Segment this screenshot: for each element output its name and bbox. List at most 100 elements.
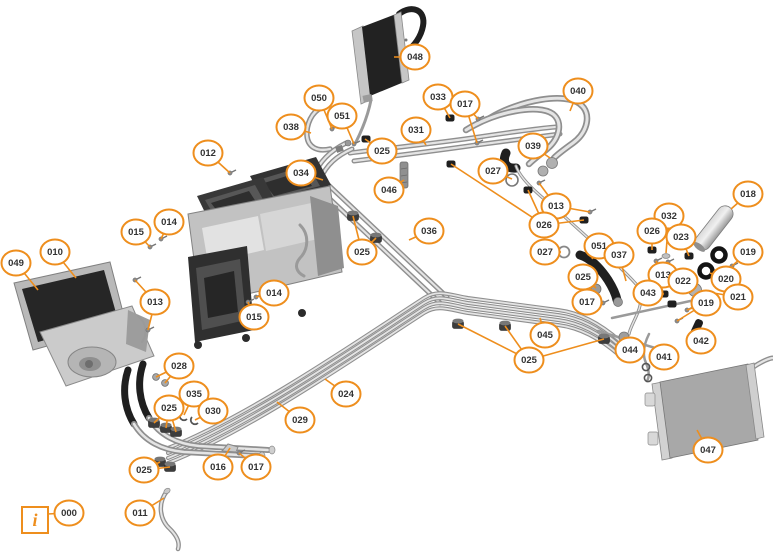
svg-text:046: 046: [381, 185, 397, 196]
callout-025-45[interactable]: 025: [513, 346, 545, 374]
callout-021-37[interactable]: 021: [722, 283, 754, 311]
svg-text:025: 025: [521, 355, 538, 366]
callout-025-49[interactable]: 025: [153, 394, 185, 422]
callout-025-55[interactable]: 025: [128, 456, 160, 484]
callout-024-51[interactable]: 024: [330, 380, 362, 408]
callout-022-36[interactable]: 022: [667, 267, 699, 295]
callout-025-8[interactable]: 025: [366, 137, 398, 165]
callout-017-38[interactable]: 017: [571, 288, 603, 316]
callout-046-12[interactable]: 046: [373, 176, 405, 204]
svg-text:028: 028: [171, 361, 187, 372]
svg-text:025: 025: [374, 146, 391, 157]
callout-015-19[interactable]: 015: [120, 218, 152, 246]
svg-text:051: 051: [334, 111, 351, 122]
svg-text:045: 045: [537, 330, 554, 341]
svg-text:044: 044: [622, 345, 639, 356]
refrigerant-pipe-bundle: [166, 291, 622, 465]
callout-012-15[interactable]: 012: [192, 139, 224, 167]
callout-048-0[interactable]: 048: [399, 43, 431, 71]
svg-text:023: 023: [673, 232, 689, 243]
liquid-pipe: [514, 164, 643, 336]
callout-025-17[interactable]: 025: [346, 238, 378, 266]
callout-051-5[interactable]: 051: [326, 102, 358, 130]
callout-013-22[interactable]: 013: [139, 288, 171, 316]
receiver-drier: [693, 205, 734, 252]
svg-text:025: 025: [136, 465, 153, 476]
callout-017-2[interactable]: 017: [449, 90, 481, 118]
callout-025-33[interactable]: 025: [567, 263, 599, 291]
svg-text:014: 014: [161, 217, 178, 228]
callout-031-7[interactable]: 031: [400, 116, 432, 144]
callout-039-9[interactable]: 039: [517, 132, 549, 160]
svg-text:030: 030: [205, 406, 221, 417]
svg-text:026: 026: [536, 220, 552, 231]
svg-text:033: 033: [430, 92, 446, 103]
svg-text:014: 014: [266, 288, 283, 299]
leader-line: [450, 163, 545, 226]
callout-033-1[interactable]: 033: [422, 83, 454, 111]
callout-010-20[interactable]: 010: [39, 238, 71, 266]
callout-050-4[interactable]: 050: [303, 84, 335, 112]
callout-014-18[interactable]: 014: [153, 208, 185, 236]
callout-036-16[interactable]: 036: [413, 217, 445, 245]
svg-text:050: 050: [311, 93, 327, 104]
svg-text:013: 013: [655, 270, 671, 281]
callout-038-6[interactable]: 038: [275, 113, 307, 141]
callout-045-44[interactable]: 045: [529, 321, 561, 349]
condenser: [644, 355, 773, 461]
callout-000-57[interactable]: 000: [53, 499, 85, 527]
svg-text:025: 025: [354, 247, 371, 258]
callout-041-43[interactable]: 041: [648, 343, 680, 371]
callout-040-3[interactable]: 040: [562, 77, 594, 105]
callout-026-14[interactable]: 026: [528, 211, 560, 239]
callout-026-27[interactable]: 026: [636, 217, 668, 245]
callout-016-53[interactable]: 016: [202, 453, 234, 481]
svg-text:022: 022: [675, 276, 691, 287]
callout-029-52[interactable]: 029: [284, 406, 316, 434]
svg-text:013: 013: [548, 201, 564, 212]
svg-text:019: 019: [698, 298, 714, 309]
svg-text:048: 048: [407, 52, 423, 63]
svg-text:017: 017: [579, 297, 595, 308]
svg-text:036: 036: [421, 226, 437, 237]
callout-037-31[interactable]: 037: [603, 241, 635, 269]
callout-017-54[interactable]: 017: [240, 453, 272, 481]
svg-text:034: 034: [293, 168, 310, 179]
callout-028-47[interactable]: 028: [163, 352, 195, 380]
callout-027-11[interactable]: 027: [477, 157, 509, 185]
callout-044-42[interactable]: 044: [614, 336, 646, 364]
callout-019-32[interactable]: 019: [732, 238, 764, 266]
callout-035-48[interactable]: 035: [178, 380, 210, 408]
callout-011-56[interactable]: 011: [124, 499, 156, 527]
callout-047-46[interactable]: 047: [692, 436, 724, 464]
svg-text:040: 040: [570, 86, 586, 97]
callout-023-28[interactable]: 023: [665, 223, 697, 251]
heater-blower-unit: [13, 261, 155, 387]
callout-049-21[interactable]: 049: [0, 249, 32, 277]
callout-034-10[interactable]: 034: [285, 159, 317, 187]
svg-text:039: 039: [525, 141, 541, 152]
svg-text:026: 026: [644, 226, 660, 237]
svg-text:027: 027: [537, 247, 553, 258]
callout-043-39[interactable]: 043: [632, 279, 664, 307]
callout-014-23[interactable]: 014: [258, 279, 290, 307]
callout-042-41[interactable]: 042: [685, 327, 717, 355]
callout-018-29[interactable]: 018: [732, 180, 764, 208]
svg-text:010: 010: [47, 247, 63, 258]
callout-015-24[interactable]: 015: [238, 303, 270, 331]
svg-text:047: 047: [700, 445, 716, 456]
svg-text:015: 015: [128, 227, 145, 238]
heater-hoses: [121, 360, 276, 552]
svg-text:024: 024: [338, 389, 355, 400]
svg-text:011: 011: [132, 508, 148, 519]
svg-text:027: 027: [485, 166, 501, 177]
callout-030-50[interactable]: 030: [197, 397, 229, 425]
svg-text:021: 021: [730, 292, 747, 303]
callout-019-40[interactable]: 019: [690, 289, 722, 317]
svg-text:029: 029: [292, 415, 308, 426]
callout-027-25[interactable]: 027: [529, 238, 561, 266]
svg-text:015: 015: [246, 312, 263, 323]
info-icon[interactable]: i: [21, 506, 49, 534]
